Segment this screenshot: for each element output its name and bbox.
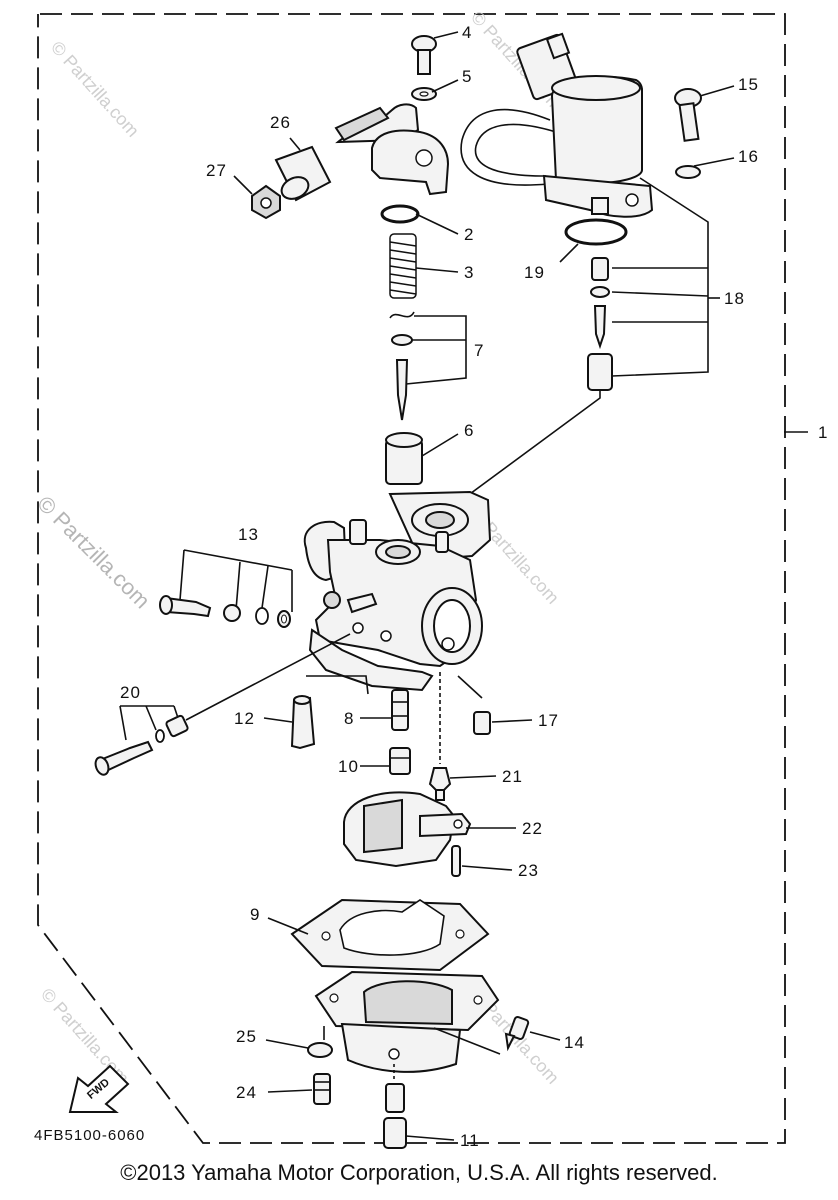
- watermark-bottom-left: © Partzilla.com: [37, 984, 133, 1088]
- part-15-screw: [674, 88, 702, 142]
- part-11-hose: [383, 1064, 407, 1149]
- part-16-washer: [675, 165, 701, 179]
- part-3-spring: [389, 233, 417, 299]
- part-8-needle-jet: [391, 689, 409, 731]
- callout-25: 25: [236, 1027, 257, 1046]
- callout-26: 26: [270, 113, 291, 132]
- part-5-washer: [411, 87, 437, 101]
- callout-17: 17: [538, 711, 559, 730]
- part-14-drain-screw: [433, 1016, 530, 1055]
- watermark-left: © Partzilla.com: [32, 491, 155, 614]
- assembly-outline: [37, 13, 786, 1144]
- part-2-o-ring: [380, 204, 420, 224]
- part-26-sleeve: [274, 145, 332, 202]
- callout-27: 27: [206, 161, 227, 180]
- callout-8: 8: [344, 709, 354, 728]
- part-12-jet-holder: [290, 695, 316, 750]
- callout-20: 20: [120, 683, 141, 702]
- callout-19: 19: [524, 263, 545, 282]
- float-bowl: [314, 970, 500, 1073]
- part-18-plunger-set: [587, 257, 613, 391]
- callout-22: 22: [522, 819, 543, 838]
- starter-cap: [334, 103, 450, 196]
- callout-6: 6: [464, 421, 474, 440]
- part-code: 4FB5100-6060: [34, 1127, 145, 1144]
- callout-1: 1: [818, 423, 828, 442]
- callout-10: 10: [338, 757, 359, 776]
- callout-21: 21: [502, 767, 523, 786]
- copyright-notice: ©2013 Yamaha Motor Corporation, U.S.A. A…: [120, 1160, 718, 1185]
- part-21-needle-valve: [428, 672, 452, 801]
- part-4-screw: [411, 35, 437, 75]
- callout-18: 18: [724, 289, 745, 308]
- part-10-main-jet: [389, 747, 411, 775]
- part-19-o-ring: [564, 218, 628, 246]
- callout-13: 13: [238, 525, 259, 544]
- callout-5: 5: [462, 67, 472, 86]
- part-17-plug: [457, 675, 491, 735]
- part-27-nut: [251, 184, 281, 220]
- callout-3: 3: [464, 263, 474, 282]
- carburetor-body: [303, 490, 492, 692]
- leader-lines: [233, 31, 808, 1141]
- part-7-needle-set: [389, 311, 415, 421]
- part-20-idle-screw-set: [94, 633, 351, 776]
- part-9-gasket: [290, 898, 490, 972]
- bracket-12: [306, 675, 369, 695]
- callout-24: 24: [236, 1083, 257, 1102]
- auto-choke-unit: [460, 32, 654, 218]
- part-25-washer: [307, 1042, 333, 1058]
- leader-choke-to-body: [439, 390, 601, 517]
- part-13-pilot-screw-set: [159, 549, 293, 628]
- callout-14: 14: [564, 1033, 585, 1052]
- callout-11: 11: [460, 1131, 480, 1150]
- callout-12: 12: [234, 709, 255, 728]
- callout-16: 16: [738, 147, 759, 166]
- part-22-float: [343, 791, 472, 868]
- callout-4: 4: [462, 23, 472, 42]
- callout-23: 23: [518, 861, 539, 880]
- watermark-top: © Partzilla.com: [47, 37, 143, 141]
- callout-7: 7: [474, 341, 484, 360]
- part-6-throttle-slide: [385, 432, 423, 485]
- callout-2: 2: [464, 225, 474, 244]
- bracket-18: [611, 177, 709, 377]
- part-24-screw: [313, 1073, 331, 1105]
- callout-15: 15: [738, 75, 759, 94]
- part-23-float-pin: [451, 845, 461, 877]
- callout-9: 9: [250, 905, 260, 924]
